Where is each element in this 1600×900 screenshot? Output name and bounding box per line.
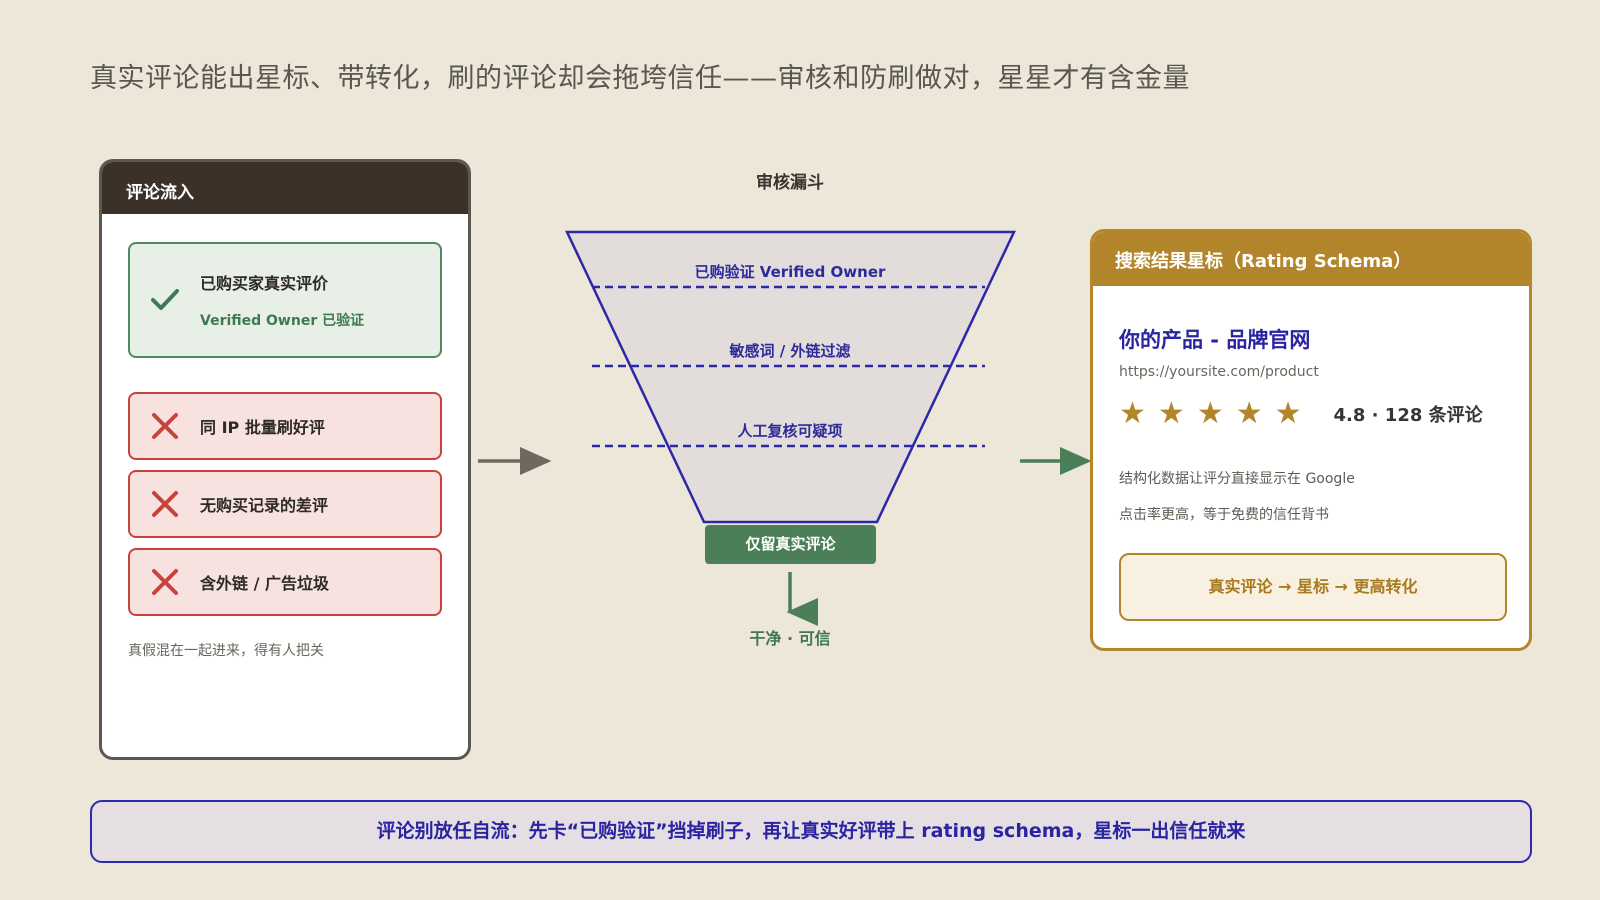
cross-icon (152, 491, 178, 517)
funnel-stage-label: 敏感词 / 外链过滤 (729, 342, 851, 360)
review-inflow-panel: 评论流入 已购买家真实评价 Verified Owner 已验证 同 IP 批量… (99, 159, 471, 760)
star-icon: ★ (1157, 396, 1185, 431)
bad-review-card-ip: 同 IP 批量刷好评 (128, 392, 442, 460)
inflow-note: 真假混在一起进来，得有人把关 (128, 643, 324, 659)
verified-review-card: 已购买家真实评价 Verified Owner 已验证 (128, 242, 442, 358)
bad-review-title: 同 IP 批量刷好评 (200, 418, 325, 437)
bad-review-card-no-purchase: 无购买记录的差评 (128, 470, 442, 538)
cross-icon (152, 569, 178, 595)
schema-benefit: 点击率更高，等于免费的信任背书 (1119, 507, 1329, 523)
review-inflow-title: 评论流入 (102, 162, 468, 214)
bad-review-title: 无购买记录的差评 (200, 496, 329, 515)
star-icon: ★ (1196, 396, 1224, 431)
funnel-shape (565, 230, 1016, 524)
schema-description: 结构化数据让评分直接显示在 Google (1119, 471, 1355, 487)
star-icon: ★ (1119, 396, 1146, 431)
funnel-stage-label: 已购验证 Verified Owner (694, 263, 886, 281)
conversion-flow-box: 真实评论 → 星标 → 更高转化 (1119, 553, 1507, 621)
cross-icon (152, 413, 178, 439)
bad-review-title: 含外链 / 广告垃圾 (200, 574, 329, 593)
headline: 真实评论能出星标、带转化，刷的评论却会拖垮信任——审核和防刷做对，星星才有含金量 (90, 63, 1190, 94)
search-result-url[interactable]: https://yoursite.com/product (1119, 364, 1319, 380)
funnel-result-label: 干净 · 可信 (749, 629, 831, 648)
check-icon (151, 289, 179, 310)
star-icon: ★ (1274, 396, 1302, 431)
bad-review-card-spam: 含外链 / 广告垃圾 (128, 548, 442, 616)
funnel-title: 审核漏斗 (756, 173, 824, 193)
rating-schema-title: 搜索结果星标（Rating Schema） (1093, 232, 1529, 286)
rating-schema-panel: 搜索结果星标（Rating Schema） 你的产品 - 品牌官网 https:… (1090, 229, 1532, 651)
star-icon: ★ (1235, 396, 1263, 431)
funnel-stage-label: 人工复核可疑项 (737, 422, 843, 440)
verified-review-subtitle: Verified Owner 已验证 (200, 313, 365, 329)
rating-summary: 4.8 · 128 条评论 (1333, 405, 1483, 426)
search-result-title[interactable]: 你的产品 - 品牌官网 (1119, 328, 1311, 352)
star-rating: ★ ★ ★ ★ ★ 4.8 · 128 条评论 (1119, 399, 1483, 429)
verified-review-title: 已购买家真实评价 (200, 274, 329, 293)
takeaway-banner: 评论别放任自流：先卡“已购验证”挡掉刷子，再让真实好评带上 rating sch… (90, 800, 1532, 863)
funnel-output-box: 仅留真实评论 (705, 525, 876, 564)
